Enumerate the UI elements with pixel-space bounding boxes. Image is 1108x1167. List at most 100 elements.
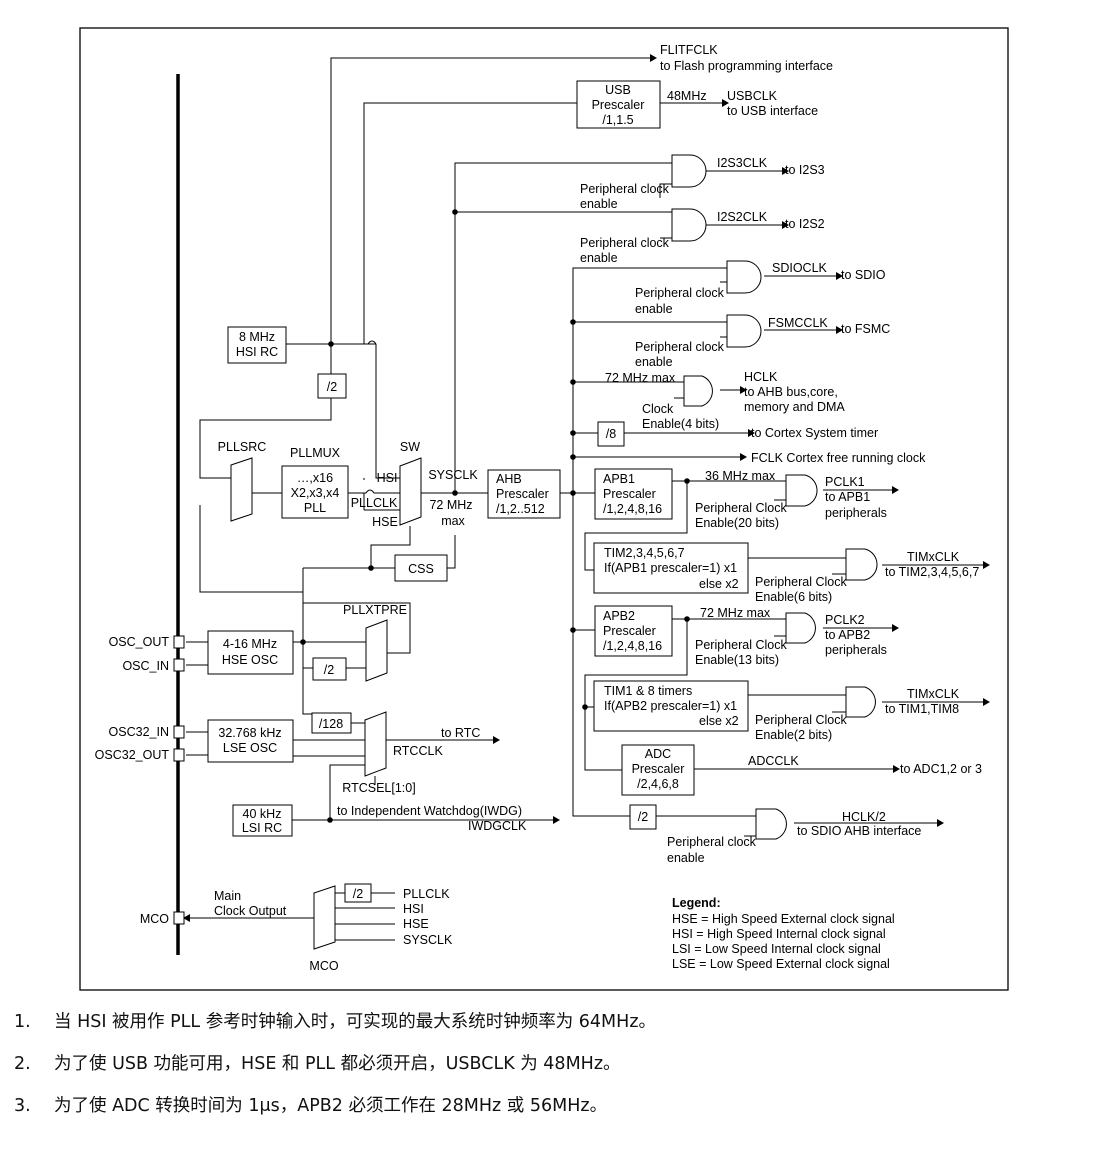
footnote-number: 2. bbox=[14, 1054, 31, 1074]
junction-dots bbox=[300, 209, 690, 823]
svg-text:HSI: HSI bbox=[403, 902, 424, 916]
svg-text:Clock: Clock bbox=[642, 402, 674, 416]
svg-text:/2,4,6,8: /2,4,6,8 bbox=[637, 777, 679, 791]
svg-text:If(APB1 prescaler=1) x1: If(APB1 prescaler=1) x1 bbox=[604, 561, 737, 575]
pll-block: PLLMUX …,x16 X2,x3,x4 PLL bbox=[281, 446, 349, 519]
and-gate-i2s2: I2S2CLK to I2S2 Peripheral clock enable bbox=[580, 208, 825, 265]
pin-osc-out: OSC_OUT bbox=[109, 635, 185, 649]
svg-text:HSI = High Speed Internal clo: HSI = High Speed Internal clock signal bbox=[672, 927, 886, 941]
svg-text:Prescaler: Prescaler bbox=[603, 487, 656, 501]
pllsrc-mux: PLLSRC bbox=[218, 440, 266, 522]
svg-text:OSC_IN: OSC_IN bbox=[122, 659, 169, 673]
svg-text:PLLCLK: PLLCLK bbox=[403, 887, 450, 901]
svg-text:Peripheral Clock: Peripheral Clock bbox=[695, 638, 787, 652]
svg-text:ADCCLK: ADCCLK bbox=[748, 754, 799, 768]
svg-text:to ADC1,2 or 3: to ADC1,2 or 3 bbox=[900, 762, 982, 776]
svg-text:SYSCLK: SYSCLK bbox=[428, 468, 478, 482]
svg-text:TIMxCLK: TIMxCLK bbox=[907, 687, 960, 701]
svg-text:Peripheral clock: Peripheral clock bbox=[667, 835, 757, 849]
svg-text:36 MHz max: 36 MHz max bbox=[705, 469, 776, 483]
svg-text:enable: enable bbox=[580, 197, 618, 211]
footnote-text: 当 HSI 被用作 PLL 参考时钟输入时，可实现的最大系统时钟频率为 64MH… bbox=[54, 1012, 657, 1032]
mco-inputs: PLLCLK HSI HSE SYSCLK bbox=[403, 887, 453, 947]
tim1-block: TIM1 & 8 timers If(APB2 prescaler=1) x1 … bbox=[593, 680, 749, 732]
svg-text:OSC32_IN: OSC32_IN bbox=[109, 725, 169, 739]
svg-text:/8: /8 bbox=[606, 427, 616, 441]
svg-text:Peripheral Clock: Peripheral Clock bbox=[695, 501, 787, 515]
svg-text:Peripheral Clock: Peripheral Clock bbox=[755, 575, 847, 589]
svg-text:HSI: HSI bbox=[377, 471, 398, 485]
svg-text:else x2: else x2 bbox=[699, 577, 739, 591]
diagram-frame bbox=[79, 27, 1009, 991]
sw-mux: SW HSI PLLCLK HSE SYSCLK 72 MHz max bbox=[351, 440, 479, 529]
svg-text:USBCLK: USBCLK bbox=[727, 89, 778, 103]
svg-text:to SDIO AHB interface: to SDIO AHB interface bbox=[797, 824, 921, 838]
arrowheads bbox=[183, 54, 990, 922]
adc-prescaler: ADC Prescaler /2,4,6,8 ADCCLK to ADC1,2 … bbox=[621, 744, 982, 796]
svg-text:/1,1.5: /1,1.5 bbox=[602, 113, 633, 127]
svg-text:to Flash programming interface: to Flash programming interface bbox=[660, 59, 833, 73]
svg-text:SYSCLK: SYSCLK bbox=[403, 933, 453, 947]
pin-osc-in: OSC_IN bbox=[122, 658, 185, 673]
lse-osc-block: 32.768 kHz LSE OSC bbox=[207, 719, 294, 763]
svg-text:Prescaler: Prescaler bbox=[632, 762, 685, 776]
and-gate-pclk1: PCLK1 to APB1 peripherals Peripheral Clo… bbox=[695, 474, 887, 530]
hse-div2-block: /2 bbox=[312, 657, 347, 681]
svg-text:RTCSEL[1:0]: RTCSEL[1:0] bbox=[342, 781, 415, 795]
svg-text:to Cortex System timer: to Cortex System timer bbox=[751, 426, 878, 440]
svg-text:Prescaler: Prescaler bbox=[496, 487, 549, 501]
ahb-prescaler: AHB Prescaler /1,2..512 bbox=[487, 469, 561, 519]
svg-text:to SDIO: to SDIO bbox=[841, 268, 886, 282]
svg-text:PLLMUX: PLLMUX bbox=[290, 446, 341, 460]
svg-text:Peripheral clock: Peripheral clock bbox=[580, 236, 670, 250]
svg-text:TIMxCLK: TIMxCLK bbox=[907, 550, 960, 564]
svg-text:CSS: CSS bbox=[408, 562, 434, 576]
svg-text:LSI = Low Speed Internal cloc: LSI = Low Speed Internal clock signal bbox=[672, 942, 881, 956]
svg-text:Peripheral clock: Peripheral clock bbox=[635, 340, 725, 354]
svg-text:/2: /2 bbox=[327, 380, 337, 394]
svg-text:Enable(6 bits): Enable(6 bits) bbox=[755, 590, 832, 604]
hse-osc-block: 4-16 MHz HSE OSC bbox=[207, 630, 294, 675]
svg-text:/1,2,4,8,16: /1,2,4,8,16 bbox=[603, 639, 662, 653]
pin-osc32-out: OSC32_OUT bbox=[95, 748, 185, 762]
svg-text:X2,x3,x4: X2,x3,x4 bbox=[291, 486, 340, 500]
svg-text:PLLXTPRE: PLLXTPRE bbox=[343, 603, 407, 617]
svg-text:enable: enable bbox=[580, 251, 618, 265]
pin-mco: MCO bbox=[140, 911, 185, 926]
css-block: CSS bbox=[394, 554, 448, 582]
svg-text:to TIM1,TIM8: to TIM1,TIM8 bbox=[885, 702, 959, 716]
svg-text:HSI RC: HSI RC bbox=[236, 345, 278, 359]
svg-text:PCLK1: PCLK1 bbox=[825, 475, 865, 489]
svg-text:to APB2: to APB2 bbox=[825, 628, 870, 642]
svg-text:PLLCLK: PLLCLK bbox=[351, 496, 398, 510]
svg-text:enable: enable bbox=[635, 302, 673, 316]
svg-text:48MHz: 48MHz bbox=[667, 89, 707, 103]
svg-text:SW: SW bbox=[400, 440, 420, 454]
svg-text:…,x16: …,x16 bbox=[297, 471, 333, 485]
footnote-item: 2.为了使 USB 功能可用，HSE 和 PLL 都必须开启，USBCLK 为 … bbox=[14, 1050, 621, 1075]
svg-text:MCO: MCO bbox=[309, 959, 338, 973]
svg-text:FCLK Cortex free running clock: FCLK Cortex free running clock bbox=[751, 451, 926, 465]
svg-text:peripherals: peripherals bbox=[825, 643, 887, 657]
svg-text:HSE: HSE bbox=[403, 917, 429, 931]
footnote-item: 3.为了使 ADC 转换时间为 1μs，APB2 必须工作在 28MHz 或 5… bbox=[14, 1092, 607, 1117]
and-gate-tim2: TIMxCLK to TIM2,3,4,5,6,7 Peripheral Clo… bbox=[755, 548, 979, 604]
and-gate-i2s3: I2S3CLK to I2S3 Peripheral clock enable bbox=[580, 154, 825, 211]
svg-text:72 MHz: 72 MHz bbox=[429, 498, 472, 512]
svg-text:OSC_OUT: OSC_OUT bbox=[109, 635, 170, 649]
svg-text:40 kHz: 40 kHz bbox=[243, 807, 282, 821]
hsi-div2-block: /2 bbox=[317, 373, 347, 399]
svg-text:PCLK2: PCLK2 bbox=[825, 613, 865, 627]
and-gate-fsmc: FSMCCLK to FSMC Peripheral clock enable bbox=[635, 314, 890, 369]
rtcsel-mux: to RTC RTCCLK RTCSEL[1:0] bbox=[342, 711, 480, 795]
and-gate-hclk: 72 MHz max HCLK to AHB bus,core, memory … bbox=[605, 370, 845, 431]
svg-text:Peripheral Clock: Peripheral Clock bbox=[755, 713, 847, 727]
svg-text:HSE OSC: HSE OSC bbox=[222, 653, 278, 667]
svg-text:Peripheral clock: Peripheral clock bbox=[580, 182, 670, 196]
legend: Legend: HSE = High Speed External clock … bbox=[672, 896, 895, 971]
svg-text:I2S3CLK: I2S3CLK bbox=[717, 156, 768, 170]
svg-text:enable: enable bbox=[667, 851, 705, 865]
svg-text:to APB1: to APB1 bbox=[825, 490, 870, 504]
svg-text:4-16 MHz: 4-16 MHz bbox=[223, 637, 277, 651]
cortex-div8: /8 to Cortex System timer FCLK Cortex fr… bbox=[597, 421, 926, 465]
